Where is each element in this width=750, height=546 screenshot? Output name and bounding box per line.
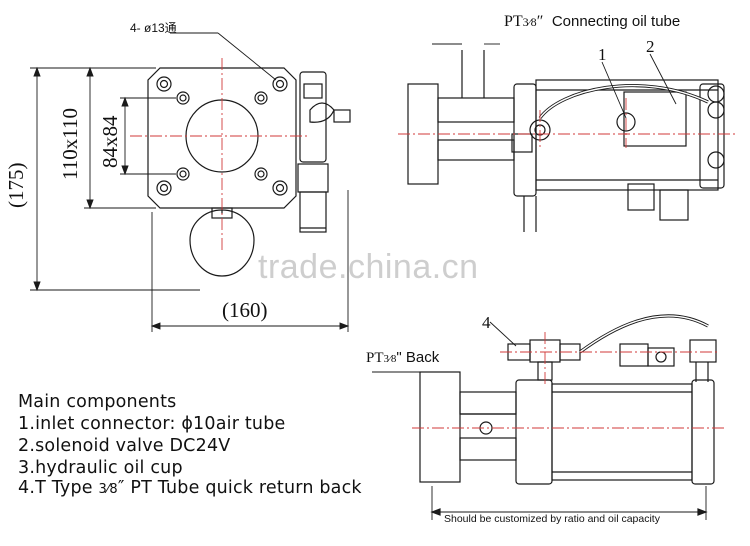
callout-2: 2 [646,37,655,56]
tube-label-text: Connecting oil tube [551,13,681,30]
tube-label-prefix: PT [504,13,523,30]
tube-label: PT3⁄8″ Connecting oil tube [504,14,680,30]
center-lines [130,58,738,429]
component-item-4: 4.T Type 3⁄8″ PT Tube quick return back [18,478,362,498]
component-item-3: 3.hydraulic oil cup [18,458,183,478]
back-label-text: " Back [396,349,440,366]
length-note: Should be customized by ratio and oil ca… [444,513,660,525]
front-view-flange [147,67,351,277]
back-label-fraction: 3⁄8 [383,353,397,365]
back-label: PT3⁄8" Back [366,350,439,366]
dim-160: (160) [222,298,268,322]
bottom-view-cylinder [372,314,717,520]
tube-label-fraction: 3⁄8 [522,15,537,29]
dim-110x110: 110x110 [56,64,82,180]
dim-175-text: (175) [4,162,28,209]
dim-84x84-text: 84x84 [98,115,122,169]
front-view-dimensions [30,32,350,332]
hole-note: 4- ø13通 [130,21,177,35]
dim-84x84: 84x84 [96,84,122,169]
component-item-1: 1.inlet connector: ϕ10air tube [18,414,286,434]
component-item-4-prefix: 4.T Type [18,478,93,498]
component-item-2: 2.solenoid valve DC24V [18,436,231,456]
dim-110x110-text: 110x110 [58,108,82,180]
callout-1: 1 [598,45,607,64]
callout-4: 4 [482,313,491,332]
side-view-cylinder [407,43,725,232]
tube-label-quote: ″ [536,13,544,30]
component-item-4-quote: ″ [117,478,125,498]
dim-175: (175) [2,135,28,209]
watermark-text: trade.china.cn [258,248,479,286]
back-label-prefix: PT [366,350,384,366]
components-title: Main components [18,392,177,412]
component-item-4-fraction: 3⁄8 [98,482,118,497]
component-item-4-suffix: PT Tube quick return back [130,478,362,498]
